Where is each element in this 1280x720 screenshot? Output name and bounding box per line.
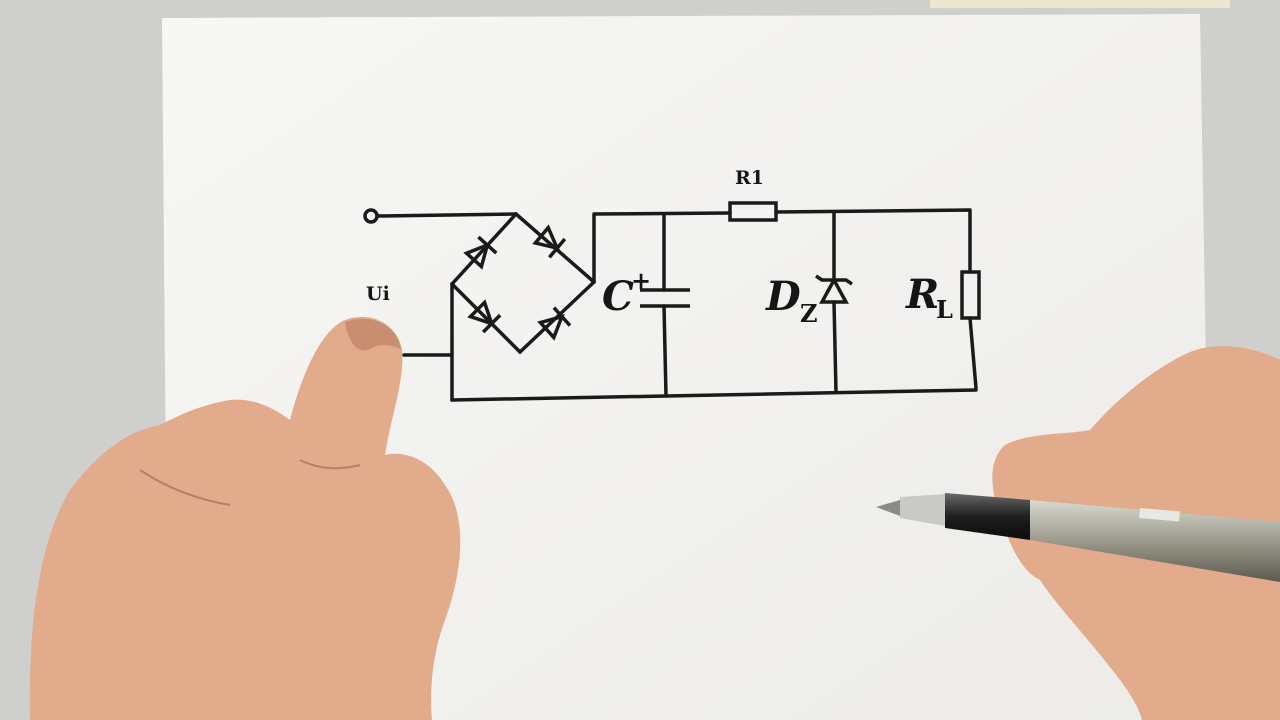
diode-icon — [537, 306, 572, 341]
diode-icon — [532, 224, 567, 259]
pen-icon — [876, 493, 1280, 582]
diode-icon — [467, 299, 502, 334]
left-hand — [29, 316, 461, 720]
input-label: Ui — [366, 283, 390, 305]
bridge-rectifier — [463, 224, 572, 341]
capacitor-label: C — [602, 273, 634, 320]
circuit-diagram: Ui R1 C + D Z R L — [363, 167, 981, 402]
capacitor-polarity-label: + — [631, 266, 651, 295]
capacitor-icon — [640, 288, 690, 308]
zener-label: D — [765, 273, 801, 320]
load-label: R — [905, 271, 939, 318]
circuit-wires — [375, 208, 978, 402]
series-resistor-label: R1 — [735, 167, 764, 189]
diode-icon — [463, 235, 498, 270]
load-label-subscript: L — [936, 295, 953, 324]
resistor-icon — [728, 201, 778, 222]
zener-label-subscript: Z — [800, 299, 818, 328]
zener-diode-icon — [815, 274, 853, 304]
resistor-icon — [960, 270, 981, 320]
